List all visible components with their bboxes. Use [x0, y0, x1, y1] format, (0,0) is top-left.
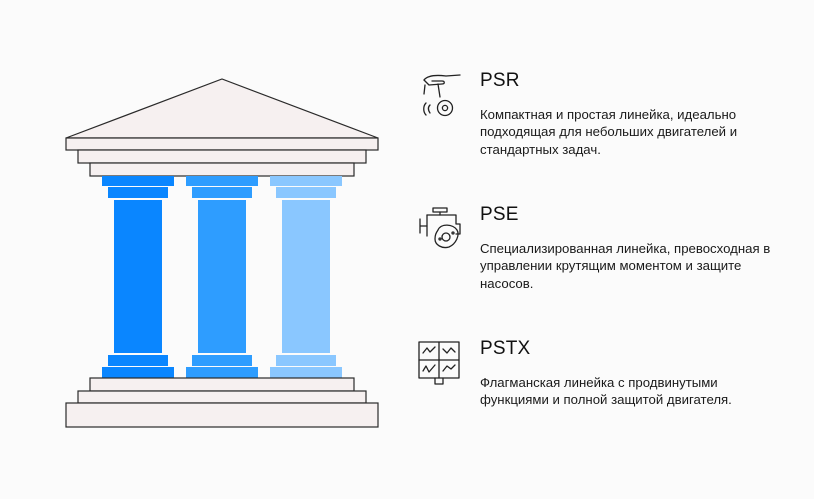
- item-title: PSE: [480, 204, 519, 225]
- pediment-roof: [65, 78, 379, 139]
- item-description: Компактная и простая линейка, идеально п…: [480, 107, 738, 157]
- roof-beam: [65, 137, 379, 151]
- base-step-bottom: [65, 402, 379, 428]
- item-description: Специализированная линейка, превосходная…: [480, 241, 771, 291]
- column-pse: [186, 176, 258, 378]
- column-psr: [102, 176, 174, 378]
- base-step-middle: [77, 390, 367, 404]
- base-step-top: [89, 377, 355, 392]
- entablature-upper: [77, 149, 367, 164]
- entablature-lower: [89, 162, 355, 177]
- engine-icon: [419, 207, 461, 249]
- monitor-dashboard-icon: [418, 341, 460, 385]
- item-title: PSTX: [480, 338, 531, 359]
- item-title: PSR: [480, 70, 520, 91]
- temple-diagram: [65, 78, 379, 428]
- column-pstx: [270, 176, 342, 378]
- hand-with-gear-icon: [423, 74, 461, 117]
- item-description: Флагманская линейка с продвинутыми функц…: [480, 375, 732, 408]
